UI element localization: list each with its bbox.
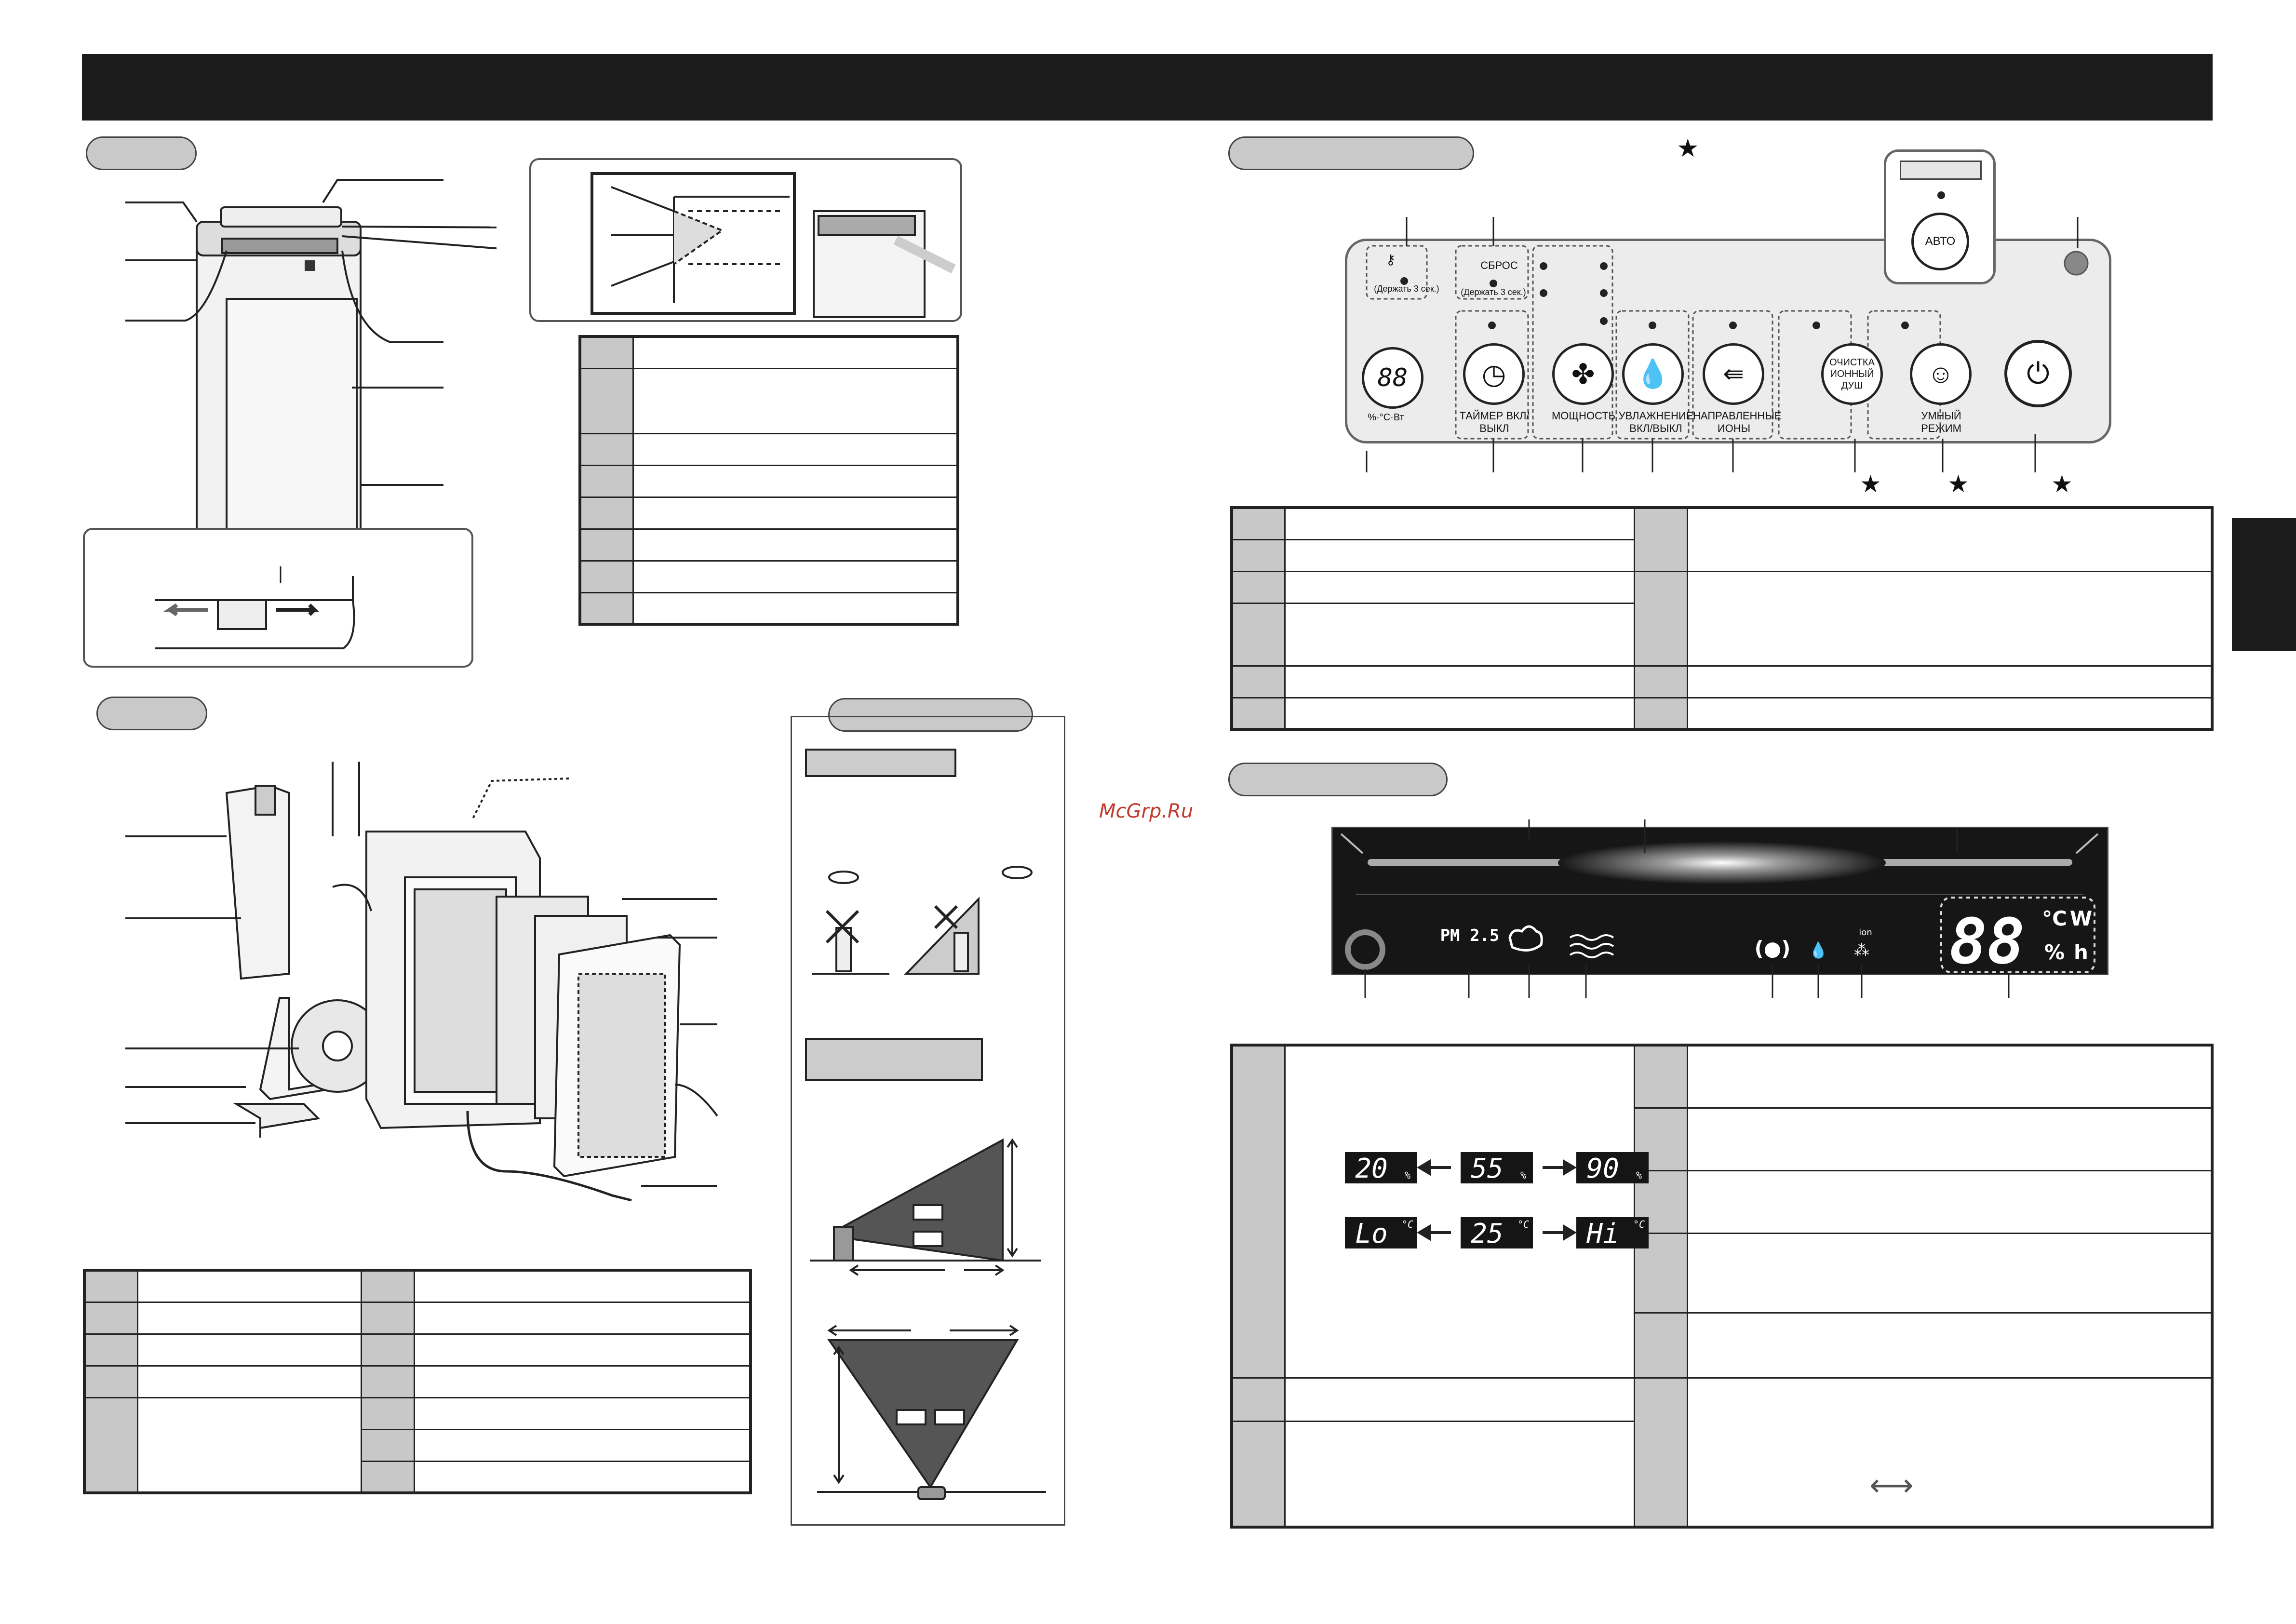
temp-low-value: Lo xyxy=(1355,1218,1387,1249)
reset-label: СБРОС xyxy=(1480,259,1518,271)
auto-callout: АВТО xyxy=(1884,149,1996,284)
section-label-back xyxy=(96,697,207,730)
humidity-unit-1: % xyxy=(1405,1169,1410,1181)
star-icon-smart-mode: ★ xyxy=(1947,470,1969,498)
display-panel-graphics: PM 2.5 (●) 💧 ⁂ ion 88 °C W % h xyxy=(1340,819,2099,998)
ion-indicator-label: ion xyxy=(1859,927,1872,938)
section-label-display xyxy=(1228,763,1448,796)
front-parts-table xyxy=(578,335,959,626)
double-arrow-icon: ⟷ xyxy=(1869,1468,1914,1503)
units-label: %·°C·Вт xyxy=(1368,412,1404,423)
humidity-unit-3: % xyxy=(1636,1169,1642,1181)
star-icon-ion-shower: ★ xyxy=(1860,470,1881,498)
temp-high-value: Hi xyxy=(1586,1218,1619,1249)
auto-led xyxy=(1937,191,1945,199)
reset-hold-label: (Держать 3 сек.) xyxy=(1461,287,1526,297)
display-table xyxy=(1230,1044,2214,1529)
section-label-installation xyxy=(828,698,1033,732)
star-icon-heading: ★ xyxy=(1677,134,1699,163)
power-level-button-label: МОЩНОСТЬ xyxy=(1551,410,1616,422)
lock-hold-label: (Держать 3 сек.) xyxy=(1374,284,1439,294)
back-parts-table xyxy=(83,1269,752,1494)
power-level-button[interactable]: ✤ xyxy=(1552,343,1614,405)
display-button[interactable]: 88 xyxy=(1362,347,1423,409)
unit-hours: h xyxy=(2074,940,2088,964)
control-panel-table xyxy=(1230,506,2214,731)
watermark: McGrp.Ru xyxy=(1099,800,1194,822)
unit-celsius: °C xyxy=(2042,907,2067,930)
pm25-indicator: PM 2.5 xyxy=(1440,926,1500,945)
handle-detail-diagram xyxy=(591,172,956,318)
power-button[interactable]: ⏻ xyxy=(2004,340,2072,407)
display-big-digits: 88 xyxy=(1949,905,2025,978)
temp-unit-3: °C xyxy=(1633,1219,1645,1230)
temp-mid-value: 25 xyxy=(1471,1218,1503,1249)
directed-ions-button-label: НАПРАВЛЕННЫЕ ИОНЫ xyxy=(1693,410,1782,434)
humidity-high-value: 90 xyxy=(1586,1153,1619,1184)
svg-text:⚷: ⚷ xyxy=(1386,252,1396,267)
clock-icon: ◷ xyxy=(1481,359,1506,390)
unit-percent: % xyxy=(2044,940,2065,964)
humidity-low-value: 20 xyxy=(1355,1153,1387,1184)
example-readouts: 20 55 90 % % % Lo 25 Hi °C °C °C xyxy=(1345,1152,1649,1249)
auto-button-label: АВТО xyxy=(1925,235,1956,248)
directed-ions-button[interactable]: ⇚ xyxy=(1703,343,1764,405)
unit-watt: W xyxy=(2070,907,2092,930)
auto-button[interactable]: АВТО xyxy=(1911,213,1969,270)
fan-icon: ✤ xyxy=(1571,359,1595,390)
smart-mode-button-label: УМНЫЙ РЕЖИМ xyxy=(1921,410,1961,434)
display-button-digits: 88 xyxy=(1377,363,1408,392)
installation-diagrams xyxy=(805,749,1046,1500)
svg-text:(●): (●) xyxy=(1754,937,1790,960)
drop-icon: 💧 xyxy=(1635,358,1671,389)
chapter-tab xyxy=(2232,518,2296,651)
section-label-front xyxy=(86,136,197,170)
ion-shower-label: ОЧИСТКА ИОННЫЙ ДУШ xyxy=(1829,357,1875,391)
base-detail-diagram xyxy=(155,566,355,649)
zoom-box-base xyxy=(83,528,473,668)
back-view-diagram xyxy=(125,762,718,1202)
svg-text:💧: 💧 xyxy=(1809,941,1828,959)
temp-unit-1: °C xyxy=(1402,1219,1413,1230)
header-bar xyxy=(82,54,2213,121)
ion-direction-icon: ⇚ xyxy=(1723,360,1744,388)
humidity-unit-2: % xyxy=(1520,1169,1526,1181)
installation-panel xyxy=(791,716,1065,1526)
temp-unit-2: °C xyxy=(1517,1219,1529,1230)
front-view-diagram xyxy=(125,179,497,594)
ion-shower-button[interactable]: ОЧИСТКА ИОННЫЙ ДУШ xyxy=(1821,343,1883,405)
star-icon-power: ★ xyxy=(2051,470,2073,498)
humidity-mid-value: 55 xyxy=(1471,1153,1503,1184)
section-label-control-panel xyxy=(1228,136,1474,170)
smart-mode-button[interactable]: ☺ xyxy=(1910,343,1972,405)
humidify-button-label: УВЛАЖНЕНИЕ ВКЛ/ВЫКЛ xyxy=(1618,410,1693,434)
humidify-button[interactable]: 💧 xyxy=(1622,343,1684,405)
timer-button-label: ТАЙМЕР ВКЛ/ВЫКЛ xyxy=(1459,410,1530,434)
person-icon: ☺ xyxy=(1927,360,1954,389)
svg-text:⁂: ⁂ xyxy=(1854,941,1869,959)
control-panel-graphics: ⚷ (Держать 3 сек.) СБРОС (Держать 3 сек.… xyxy=(1366,217,2089,472)
timer-button[interactable]: ◷ xyxy=(1463,343,1525,405)
power-icon: ⏻ xyxy=(2027,357,2050,389)
auto-label-box xyxy=(1900,161,1982,180)
